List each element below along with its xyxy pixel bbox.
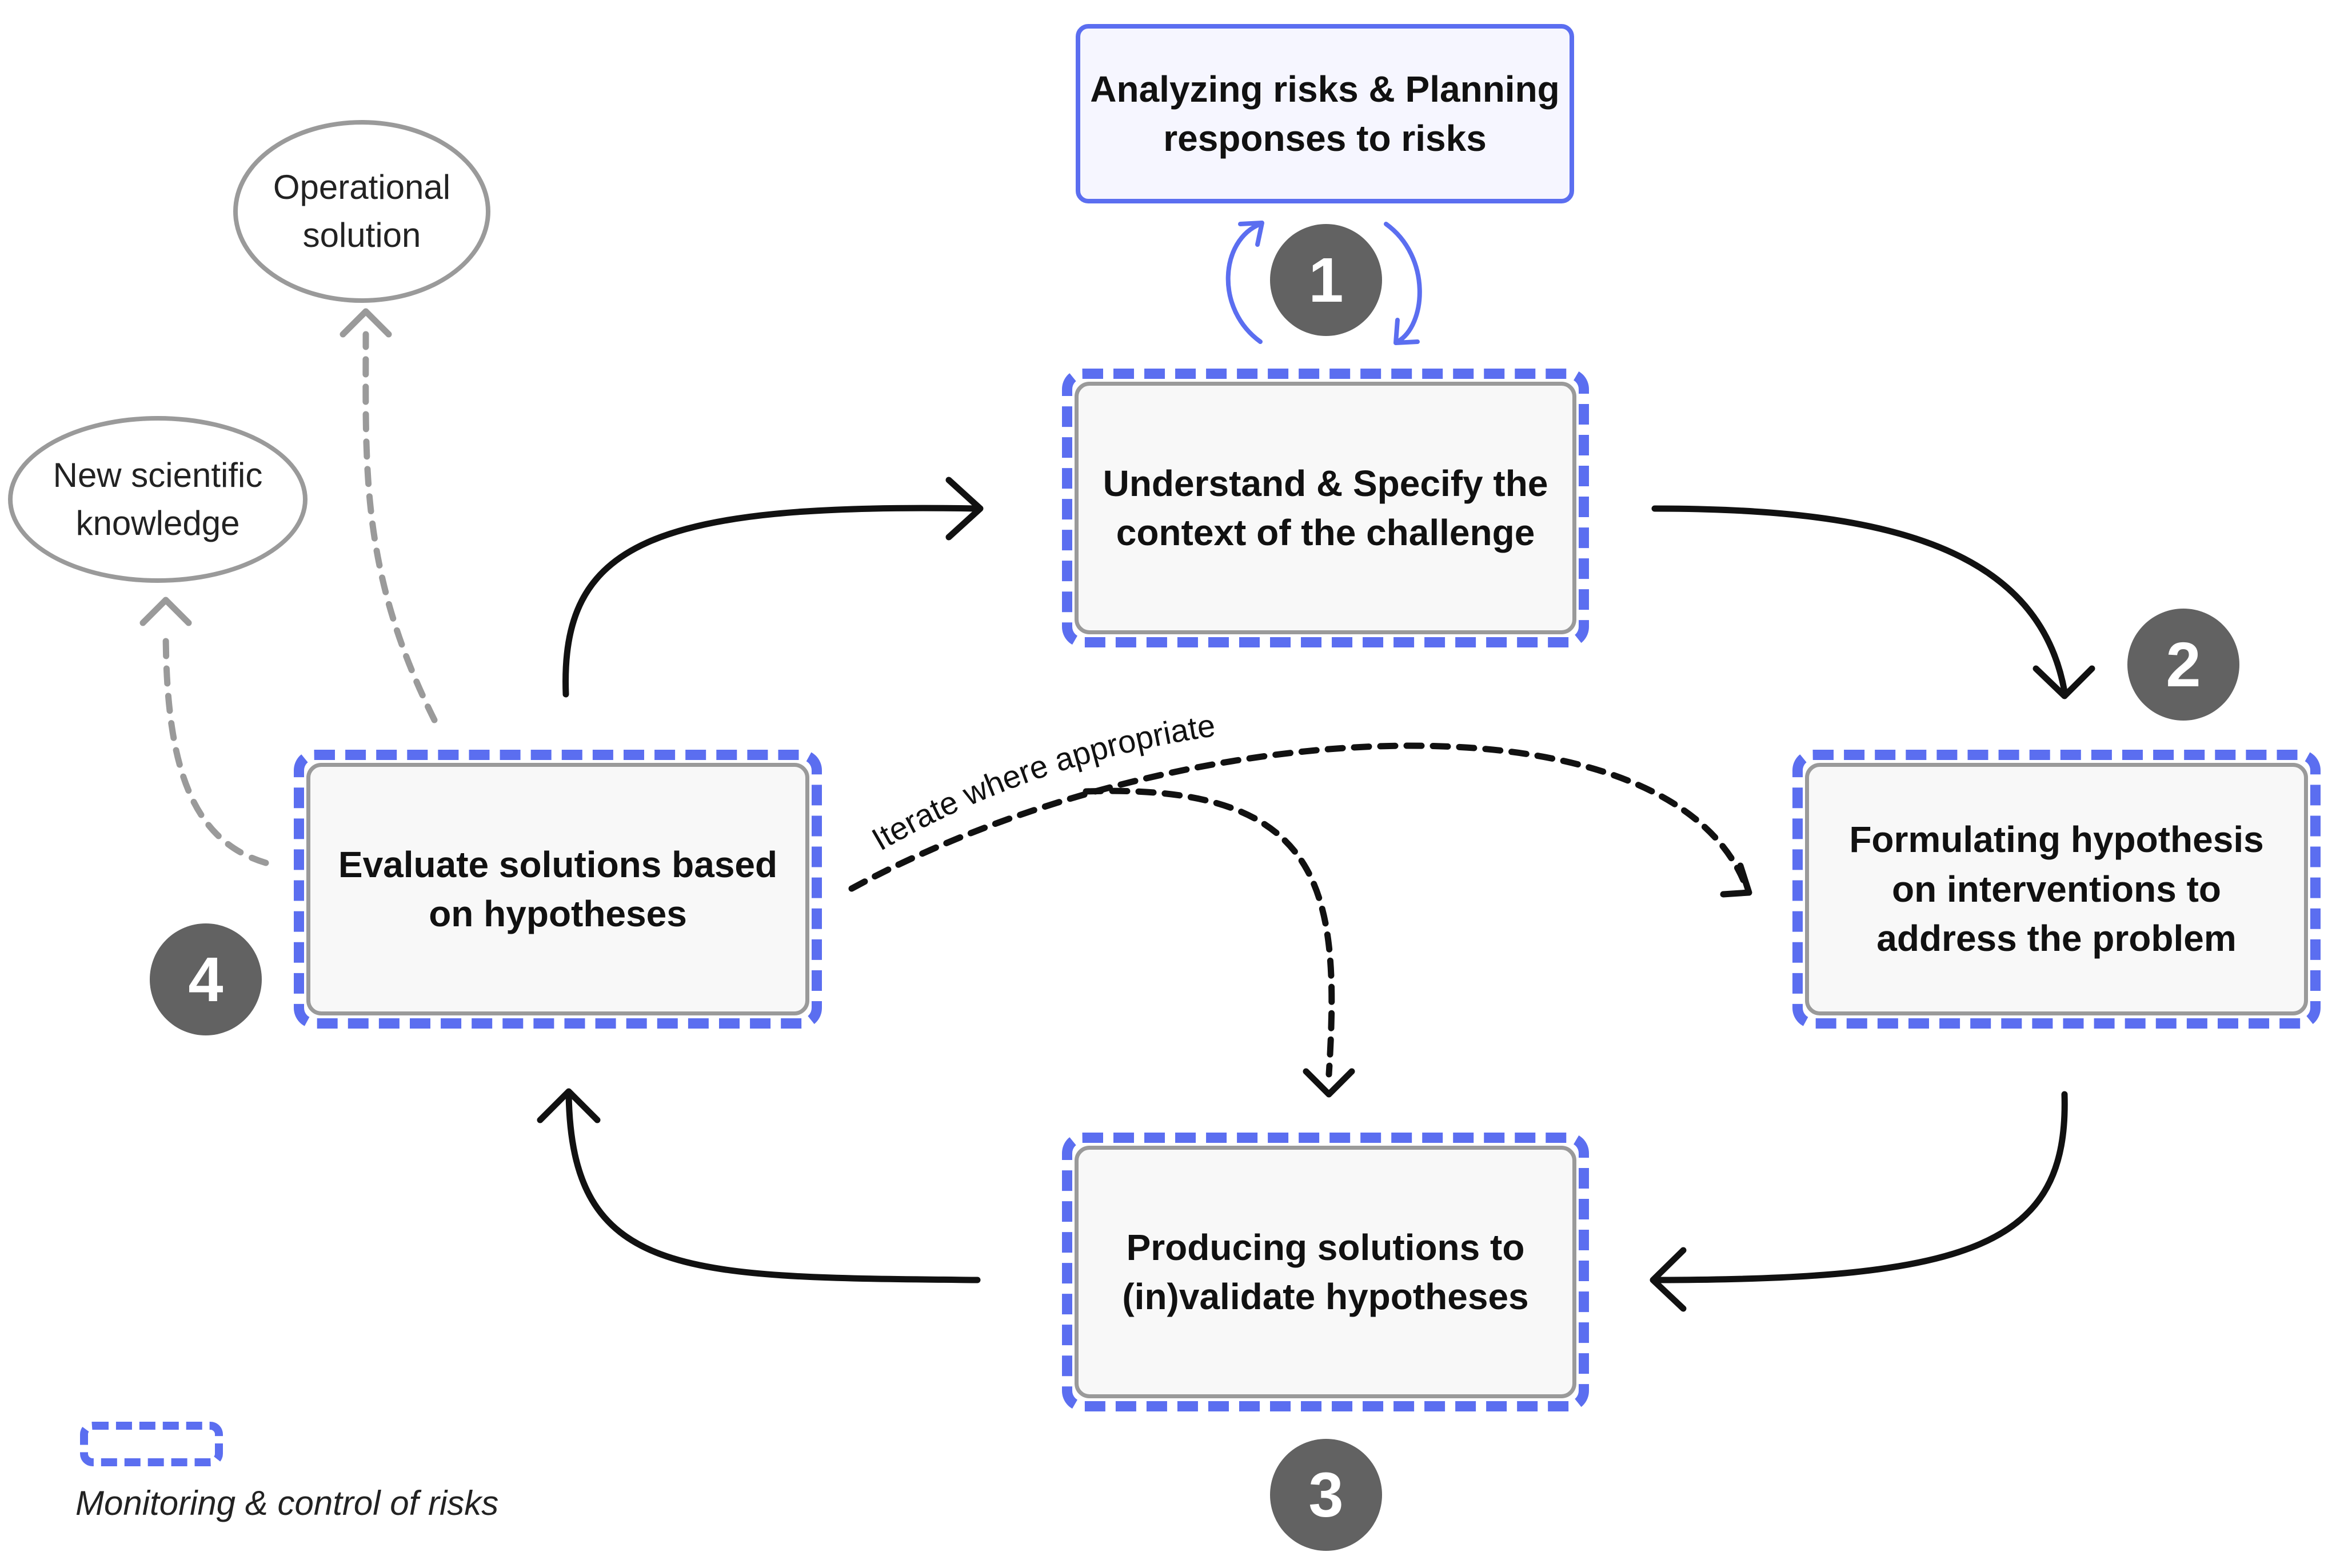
arrow-formulate-to-produce-head [1650,1247,1687,1312]
step-evaluate-label: Evaluate solutions based on hypotheses [338,843,778,934]
step-produce-label: Producing solutions to (in)validate hypo… [1122,1226,1529,1317]
step-badge-3: 3 [1270,1439,1382,1551]
step-badge-1: 1 [1270,224,1382,336]
step-produce-box: Producing solutions to (in)validate hypo… [1075,1146,1576,1398]
iterate-arrow-to-formulate [848,742,1747,892]
arrow-formulate-to-produce [1651,1091,2068,1283]
step-formulate-box: Formulating hypothesis on interventions … [1805,763,2308,1015]
arrow-to-new-knowledge [162,625,269,866]
arrow-understand-to-formulate [1651,505,2068,695]
arrow-understand-to-formulate-head-2 [2032,665,2095,699]
step-understand-label: Understand & Specify the context of the … [1103,462,1548,553]
arrow-understand-to-formulate-head [945,477,984,541]
risk-analysis-box: Analyzing risks & Planning responses to … [1076,24,1574,203]
step-understand-box: Understand & Specify the context of the … [1075,382,1576,634]
risk-loop-down-arrow [1384,222,1422,344]
legend-label: Monitoring & control of risks [75,1484,499,1522]
outcome-new-knowledge: New scientific knowledge [8,416,308,583]
legend-dashed-swatch [80,1422,223,1466]
iterate-arrow-to-produce [1083,787,1335,1078]
risk-loop-up-arrow-head [1238,221,1264,247]
outcome-knowledge-label: New scientific knowledge [53,456,263,542]
outcome-operational-label: Operational solution [273,168,451,254]
arrow-to-operational-solution-head [340,308,392,338]
arrow-produce-to-evaluate-head [537,1088,601,1123]
step-formulate-label: Formulating hypothesis on interventions … [1849,819,2264,959]
risk-loop-up-arrow [1225,222,1263,344]
outcome-operational-solution: Operational solution [233,120,490,303]
risk-monitor-frame-formulate [1792,750,2321,1029]
arrow-to-operational-solution [362,331,438,723]
risk-monitor-frame-produce [1062,1133,1589,1411]
risk-loop-down-arrow-head [1393,318,1420,345]
risk-analysis-label: Analyzing risks & Planning responses to … [1090,68,1560,159]
risk-monitor-frame-understand [1062,369,1589,647]
step-evaluate-box: Evaluate solutions based on hypotheses [306,763,809,1015]
arrow-evaluate-to-understand [562,505,981,698]
iterate-arrow-to-formulate-head [1720,862,1752,898]
arrow-to-new-knowledge-head [139,597,192,626]
arrow-produce-to-evaluate [565,1091,981,1283]
risk-monitor-frame-evaluate [294,750,822,1029]
step-badge-2: 2 [2127,609,2239,721]
iterate-label: Iterate where appropriate [866,707,1218,857]
step-badge-4: 4 [150,923,262,1035]
iterate-arrow-to-produce-head [1303,1068,1355,1098]
